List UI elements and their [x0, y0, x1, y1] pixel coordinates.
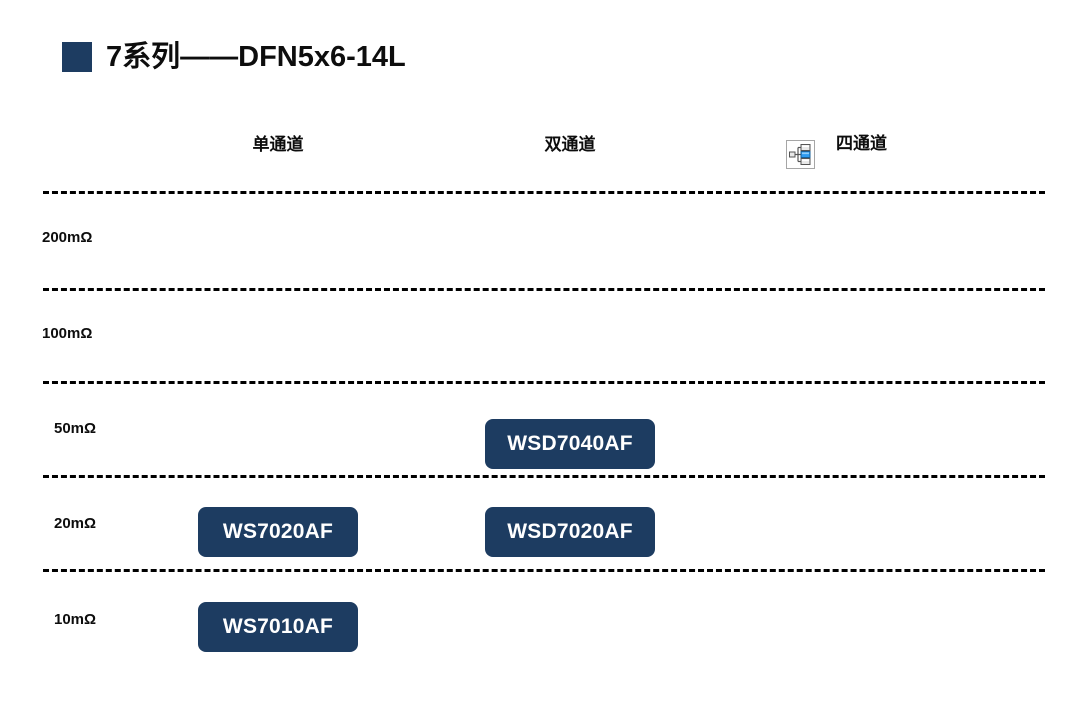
part-chip-wsd7020af[interactable]: WSD7020AF [485, 507, 655, 557]
part-chip-ws7020af[interactable]: WS7020AF [198, 507, 358, 557]
title-bullet-square [62, 42, 92, 72]
separator-line-5 [43, 569, 1045, 572]
separator-line-1 [43, 191, 1045, 194]
row-label-100mohm: 100mΩ [42, 325, 93, 342]
part-chip-wsd7040af[interactable]: WSD7040AF [485, 419, 655, 469]
org-chart-placeholder-icon [786, 140, 815, 169]
column-header-single-channel: 单通道 [252, 135, 304, 154]
page-title-row: 7系列——DFN5x6-14L [62, 42, 406, 72]
separator-line-2 [43, 288, 1045, 291]
page-title: 7系列——DFN5x6-14L [106, 40, 406, 73]
column-header-dual-channel: 双通道 [544, 135, 596, 154]
row-label-20mohm: 20mΩ [54, 515, 97, 532]
row-label-200mohm: 200mΩ [42, 229, 93, 246]
part-chip-ws7010af[interactable]: WS7010AF [198, 602, 358, 652]
row-label-10mohm: 10mΩ [54, 611, 97, 628]
column-header-quad-channel: 四通道 [836, 134, 887, 153]
separator-line-3 [43, 381, 1045, 384]
row-label-50mohm: 50mΩ [54, 420, 97, 437]
separator-line-4 [43, 475, 1045, 478]
